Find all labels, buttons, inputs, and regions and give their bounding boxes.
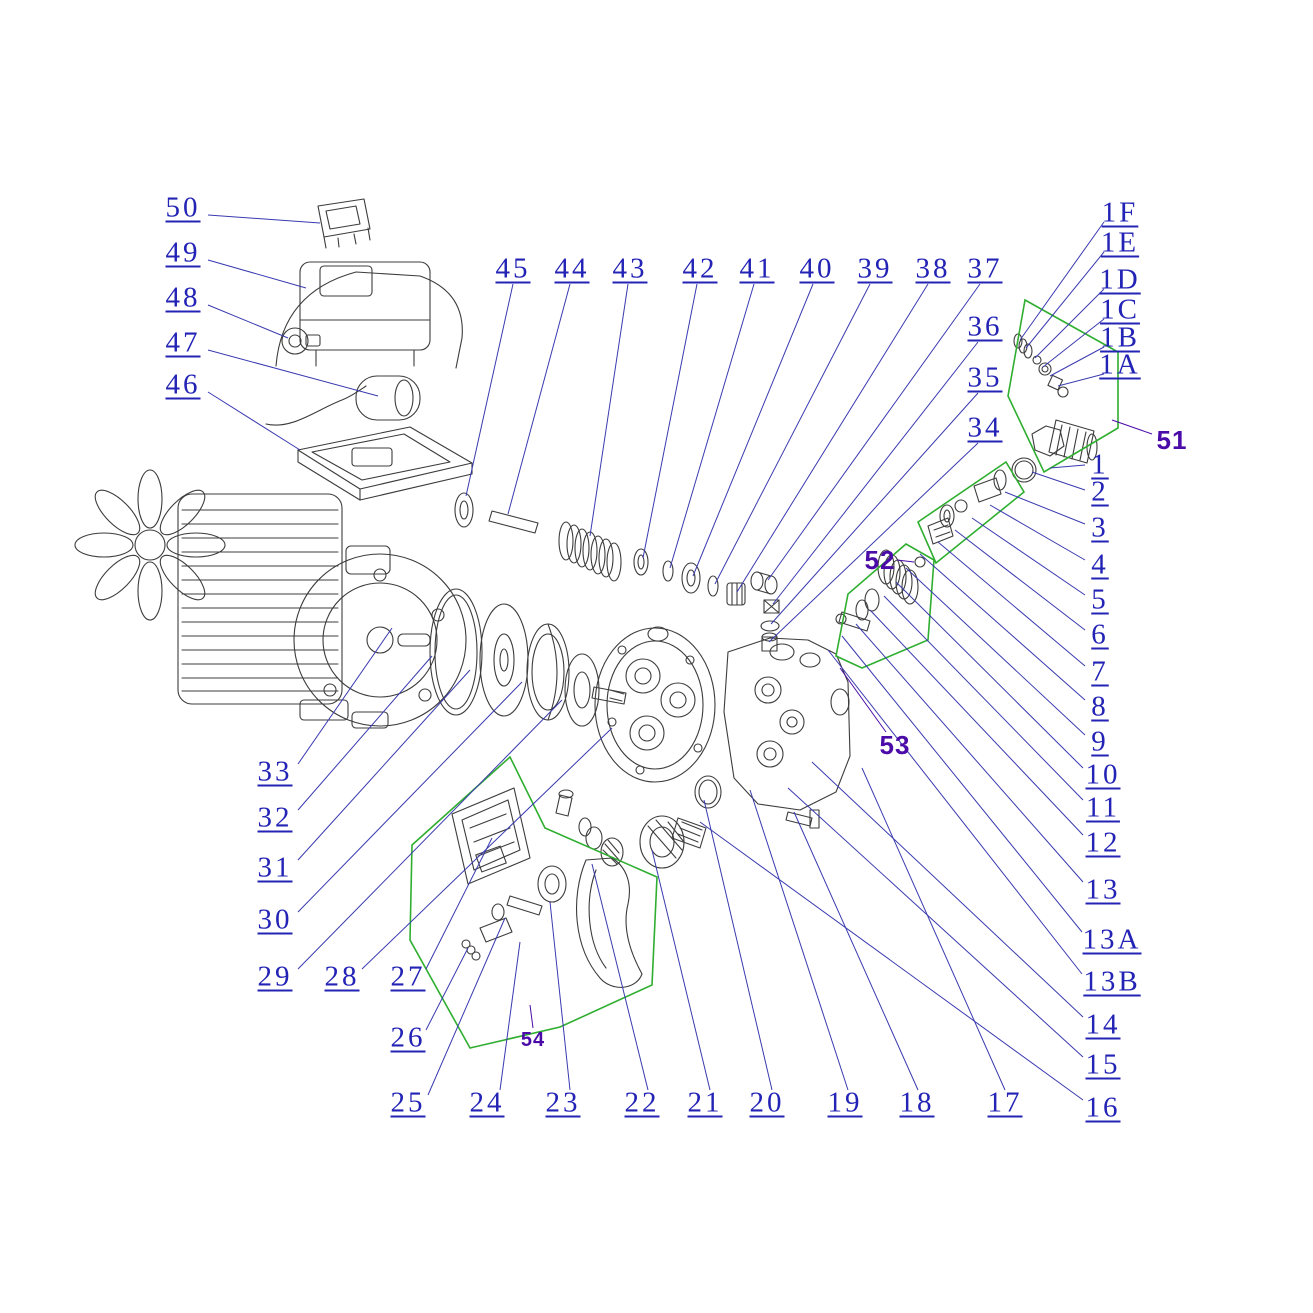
- leader-line-13B: [827, 649, 1083, 975]
- leader-line-38: [736, 283, 929, 593]
- group-outline-54: [409, 755, 658, 1049]
- leader-line-48: [207, 304, 289, 339]
- leader-line-34: [768, 442, 979, 643]
- leader-line-1E: [1025, 251, 1105, 349]
- leader-line-43: [589, 283, 629, 537]
- leader-line-16: [699, 821, 1084, 1101]
- leader-line-42: [642, 283, 698, 559]
- leader-line-54: [529, 1004, 534, 1029]
- leader-line-2: [1031, 471, 1086, 491]
- leader-line-49: [207, 259, 307, 289]
- leader-line-29: [297, 699, 563, 970]
- outlet-fitting: [1011, 333, 1098, 483]
- leader-line-13: [855, 623, 1084, 883]
- leader-line-1F: [1019, 221, 1105, 341]
- leader-line-50: [207, 214, 321, 224]
- leader-line-40: [692, 283, 814, 577]
- leader-line-20: [703, 799, 773, 1091]
- leader-line-1: [1049, 464, 1086, 469]
- leader-line-23: [549, 901, 571, 1091]
- leader-line-1A: [1057, 373, 1105, 387]
- leader-line-36: [772, 341, 979, 605]
- leader-line-13A: [841, 635, 1083, 933]
- leader-line-51: [1111, 419, 1153, 435]
- leader-line-18: [793, 811, 919, 1091]
- leader-line-5: [971, 517, 1086, 596]
- leader-line-24: [499, 941, 521, 1091]
- leader-line-6: [954, 529, 1086, 631]
- leader-line-47: [207, 349, 379, 397]
- fan: [74, 469, 226, 621]
- power-switch: [317, 198, 371, 249]
- leader-line-45: [465, 283, 514, 497]
- leader-line-1B: [1049, 346, 1105, 377]
- leader-line-3: [1004, 491, 1086, 525]
- leader-line-11: [883, 595, 1084, 801]
- handle-grip: [576, 857, 643, 988]
- valve-parts: [927, 469, 1007, 545]
- leader-line-15: [787, 787, 1084, 1058]
- leader-line-10: [895, 581, 1084, 769]
- leader-line-52: [896, 559, 915, 563]
- leader-line-14: [811, 761, 1084, 1018]
- leader-line-12: [869, 609, 1084, 836]
- piston-parts: [835, 549, 926, 632]
- leader-line-17: [861, 767, 1006, 1091]
- shaft-small-parts: [454, 492, 780, 652]
- leader-line-41: [669, 283, 755, 569]
- leader-line-46: [207, 391, 301, 451]
- leader-line-27: [425, 837, 493, 970]
- leader-line-32: [297, 655, 433, 811]
- seal-discs: [429, 588, 627, 727]
- leader-line-33: [297, 627, 393, 765]
- leader-line-25: [427, 917, 506, 1096]
- leader-line-4: [989, 504, 1086, 561]
- pump-manifold: [555, 637, 851, 829]
- leader-line-22: [591, 863, 649, 1091]
- leader-line-39: [714, 283, 871, 585]
- leader-line-31: [297, 669, 471, 861]
- leader-line-1C: [1042, 318, 1105, 368]
- pump-front-cover: [594, 626, 716, 783]
- group-outline-valve: [917, 460, 1026, 565]
- leader-line-8: [919, 553, 1086, 701]
- leader-line-30: [297, 681, 523, 913]
- leader-line-1D: [1034, 288, 1105, 359]
- motor-top-cover: [275, 261, 463, 369]
- leader-line-37: [767, 283, 981, 581]
- leader-line-7: [937, 541, 1086, 667]
- leader-line-44: [507, 283, 571, 515]
- knob: [281, 327, 321, 355]
- leader-line-19: [749, 789, 849, 1091]
- leader-line-35: [770, 392, 979, 625]
- leader-line-9: [905, 567, 1086, 736]
- group-outline-51: [1007, 298, 1119, 474]
- leader-line-53: [839, 667, 887, 733]
- capacitor: [265, 375, 421, 426]
- leader-line-26: [425, 947, 469, 1031]
- group-outline-52: [835, 543, 935, 669]
- motor-stator: [177, 493, 343, 705]
- leader-line-21: [651, 849, 711, 1091]
